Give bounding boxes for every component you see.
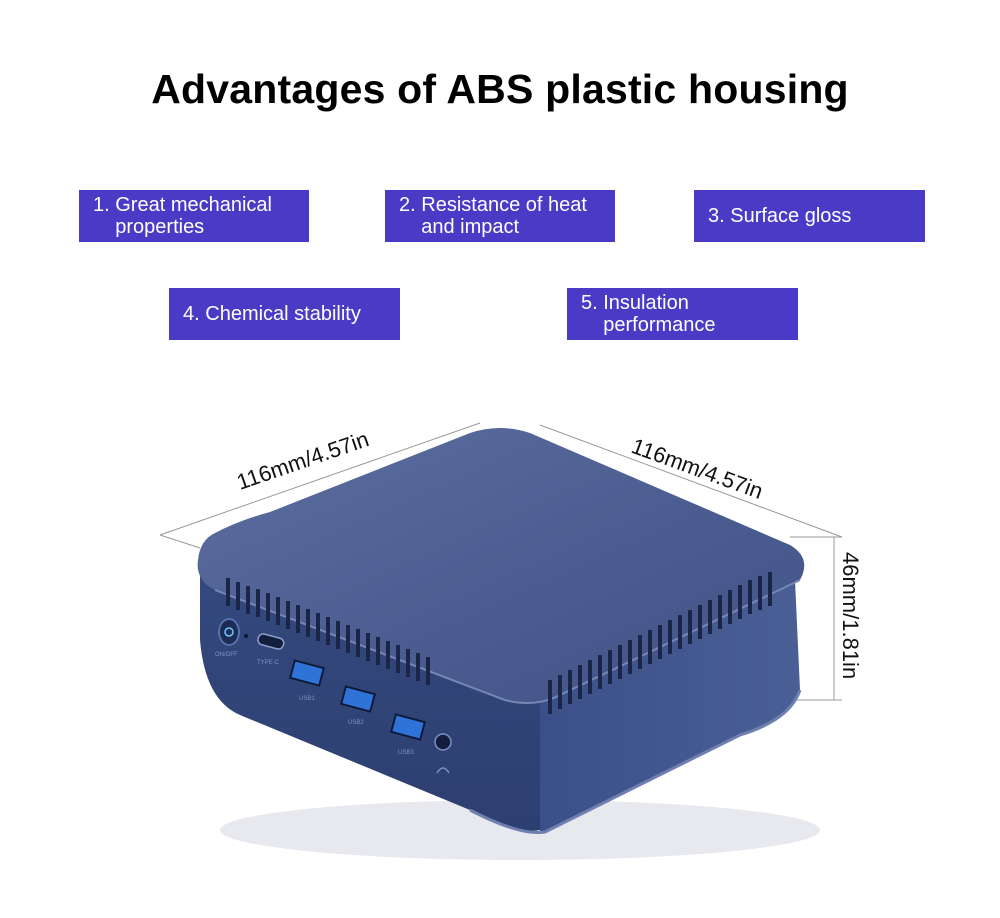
height-dimension-label: 46mm/1.81in <box>838 552 863 679</box>
side-vents <box>548 572 772 714</box>
advantage-text: Chemical stability <box>205 303 361 325</box>
usb2-label: USB2 <box>348 720 364 726</box>
advantage-text: Great mechanical properties <box>115 194 272 238</box>
advantage-text: Resistance of heat and impact <box>421 194 587 238</box>
type-c-label: TYPE-C <box>257 660 280 666</box>
page-title: Advantages of ABS plastic housing <box>151 66 849 112</box>
usb-port-icon <box>389 713 427 741</box>
advantage-badge-1: 1. Great mechanical properties <box>79 190 309 242</box>
power-label: ON/OFF <box>215 652 238 658</box>
power-button-icon <box>218 618 248 646</box>
advantage-text: Surface gloss <box>730 205 852 227</box>
mini-pc-illustration: 116mm/4.57in 116mm/4.57in 46mm/1.81in <box>159 422 863 860</box>
usb-port-icon <box>339 685 377 713</box>
advantage-number: 4. <box>183 303 206 325</box>
usb1-label: USB1 <box>299 696 315 702</box>
mini-pc-body <box>197 428 820 860</box>
dimension-lines <box>159 422 843 701</box>
advantage-text: Insulation performance <box>603 292 716 336</box>
advantage-number: 3. <box>708 205 731 227</box>
front-vents <box>226 578 430 685</box>
advantage-number: 2. <box>399 194 422 216</box>
advantage-badge-5: 5. Insulation performance <box>567 288 798 340</box>
audio-jack-icon <box>434 733 452 774</box>
type-c-port-icon <box>257 633 285 650</box>
usb-port-icon <box>288 659 326 687</box>
advantage-badge-3: 3. Surface gloss <box>694 190 925 242</box>
advantage-number: 5. <box>581 292 604 314</box>
advantage-badge-2: 2. Resistance of heat and impact <box>385 190 615 242</box>
usb3-label: USB3 <box>398 750 414 756</box>
advantage-number: 1. <box>93 194 116 216</box>
advantage-badge-4: 4. Chemical stability <box>169 288 400 340</box>
